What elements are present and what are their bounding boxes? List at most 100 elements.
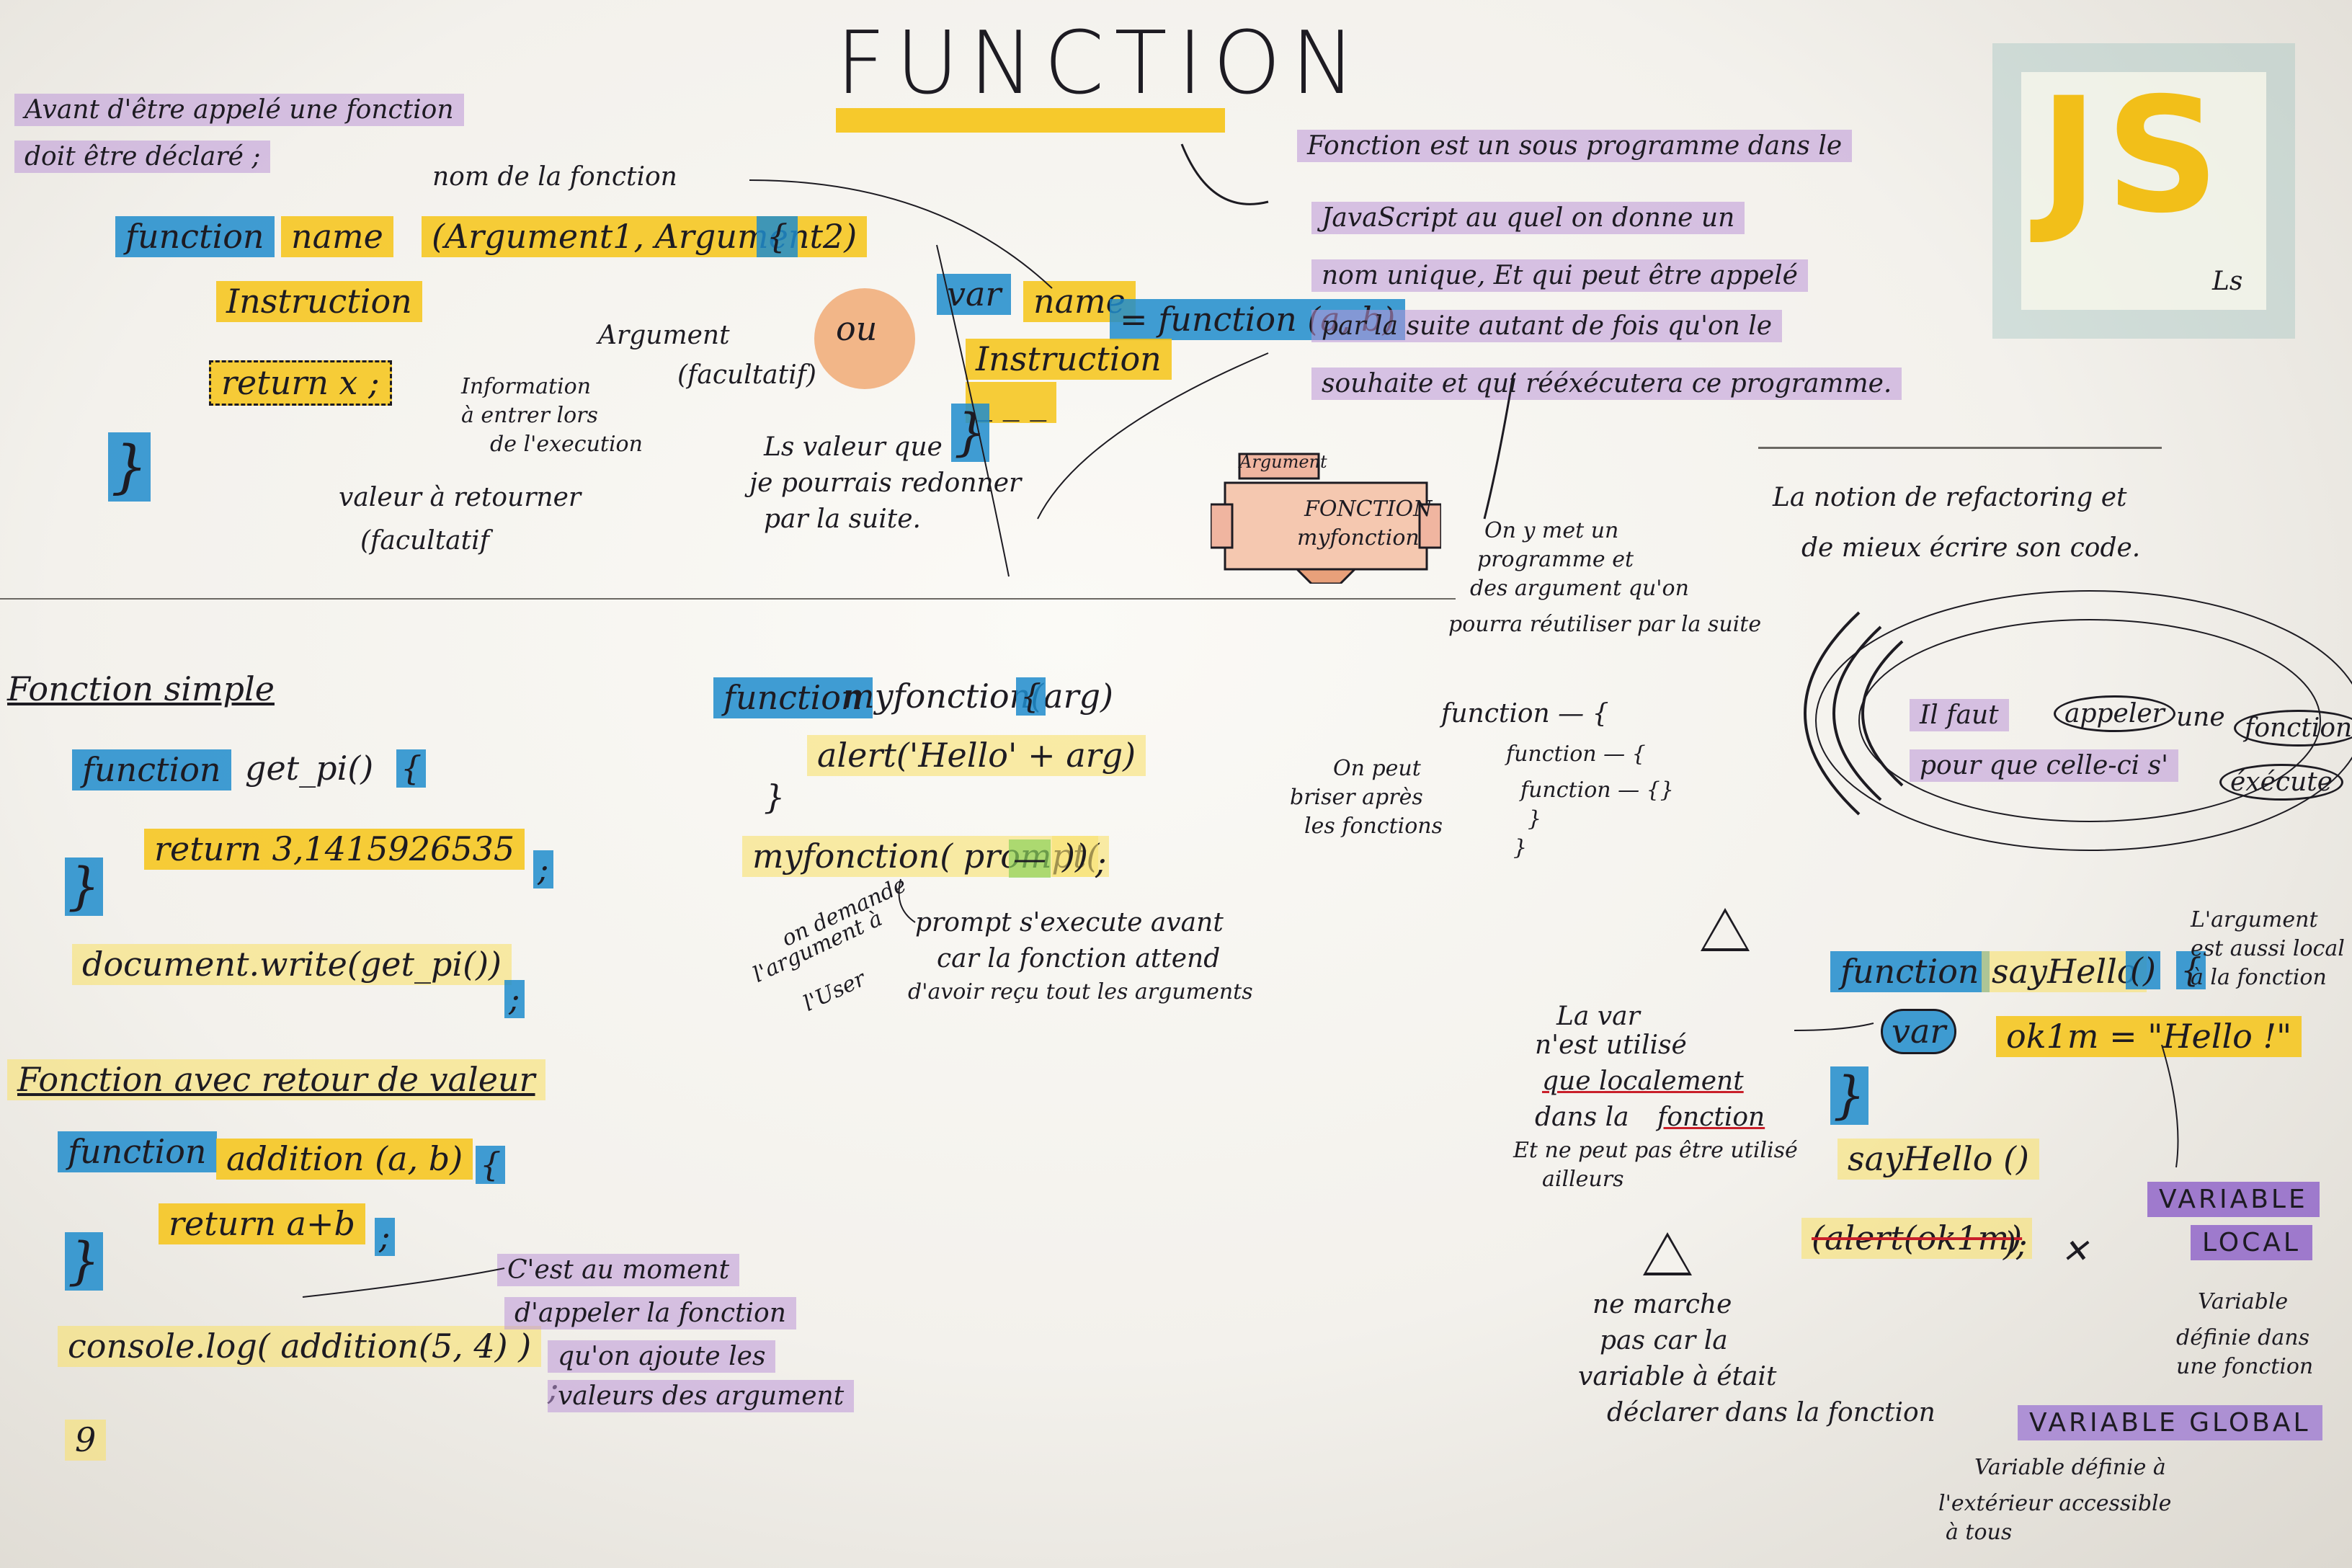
scope-note-6: ailleurs — [1542, 1167, 1624, 1192]
valeur-note-2: je pourrais redonner — [749, 468, 1022, 498]
nemarche-4: déclarer dans la fonction — [1607, 1398, 1936, 1427]
machine-note-3: des argument qu'on — [1470, 576, 1689, 601]
note-information-1: Information — [461, 374, 592, 399]
appel-pre: Il faut — [1910, 699, 2009, 732]
simple-heading: Fonction simple — [7, 669, 275, 708]
myfonction-note-prompt-2: car la fonction attend — [937, 944, 1221, 974]
myfonction-note-prompt-1: prompt s'execute avant — [915, 908, 1224, 937]
retour-note-1: C'est au moment — [497, 1254, 740, 1287]
myfonction-note-demande-3: l'User — [799, 966, 870, 1017]
retour-return: return a+b — [159, 1203, 365, 1244]
variable-global-title: VARIABLE GLOBAL — [2018, 1405, 2322, 1441]
myfonction-name: myfonction(arg) — [843, 677, 1113, 716]
js-logo-text: JS — [2039, 63, 2227, 248]
myfonction-call-post: )) — [1052, 836, 1098, 877]
simple-call-end: ; — [504, 980, 525, 1018]
valeur-note-1: Ls valeur que — [764, 432, 943, 462]
note-argument-2: (facultatif) — [677, 360, 816, 390]
sayhello-alert-end: ); — [2003, 1224, 2028, 1263]
note-valeur-retourner-2: (facultatif — [360, 526, 489, 556]
nesting-line-3: function — {} — [1520, 778, 1674, 803]
refactoring-line-1: La notion de refactoring et — [1773, 483, 2127, 512]
appel-circled-3: éxécute — [2219, 764, 2344, 801]
ou-circle — [814, 288, 915, 389]
appel-mid: une — [2176, 703, 2225, 732]
myfonction-call-dash: — — [1009, 839, 1051, 878]
note-argument-1: Argument — [598, 321, 730, 350]
note-valeur-retourner-1: valeur à retourner — [339, 483, 582, 512]
variable-local-desc-2: définie dans — [2176, 1325, 2309, 1350]
variable-global-desc-1: Variable définie à — [1974, 1455, 2166, 1480]
ou-label: ou — [836, 309, 878, 348]
sayhello-call: sayHello () — [1838, 1139, 2039, 1180]
myfonction-note-prompt-3: d'avoir reçu tout les arguments — [908, 979, 1253, 1004]
variable-global-desc-2: l'extérieur accessible — [1938, 1491, 2172, 1516]
sayhello-paren: () — [2126, 951, 2160, 989]
retour-note-4: valeurs des argument — [548, 1380, 855, 1413]
simple-call: document.write(get_pi()) — [72, 944, 512, 985]
definition-line-3: nom unique, Et qui peut être appelé — [1311, 259, 1808, 293]
machine-label-2: myfonction — [1297, 525, 1420, 551]
nesting-line-2: function — { — [1506, 741, 1646, 767]
appel-line-2: pour que celle-ci s' — [1910, 749, 2178, 783]
sayhello-open-brace: { — [2176, 951, 2206, 989]
definition-line-5: souhaite et qui rééxécutera ce programme… — [1311, 368, 1902, 401]
sayhello-alert: (alert(ok1m) — [1801, 1218, 2033, 1259]
retour-close-brace: } — [65, 1232, 103, 1291]
simple-name: get_pi() — [245, 749, 374, 788]
decl-open-brace: { — [757, 216, 798, 257]
nesting-line-4: } — [1528, 806, 1542, 832]
var-keyword: var — [937, 274, 1012, 315]
refactoring-divider — [1758, 447, 2162, 449]
simple-keyword: function — [72, 749, 231, 790]
sayhello-cross: ✕ — [2061, 1231, 2089, 1270]
scope-note-5: Et ne peut pas être utilisé — [1513, 1138, 1798, 1163]
retour-result: 9 — [65, 1420, 107, 1461]
nesting-line-1: function — { — [1441, 699, 1609, 729]
appel-circled-1: appeler — [2054, 695, 2175, 733]
myfonction-call-end: ; — [1095, 842, 1107, 881]
retour-note-3: qu'on ajoute les — [548, 1340, 776, 1373]
var-instruction: Instruction — [966, 339, 1172, 380]
page-title: FUNCTION — [836, 14, 1366, 114]
myfonction-open-brace: { — [1016, 677, 1046, 716]
nemarche-3: variable à était — [1578, 1362, 1777, 1391]
section-divider — [0, 598, 1456, 600]
retour-open-brace: { — [476, 1146, 506, 1184]
machine-top-label: Argument — [1239, 452, 1327, 472]
machine-label-1: FONCTION — [1304, 496, 1433, 522]
title-underline — [836, 108, 1225, 133]
sayhello-name: sayHello — [1982, 951, 2147, 992]
nesting-note-2: briser après — [1290, 785, 1423, 810]
myfonction-keyword: function — [713, 677, 873, 718]
nesting-note-3: les fonctions — [1304, 814, 1443, 839]
nemarche-1: ne marche — [1592, 1290, 1732, 1319]
intro-line-1: Avant d'être appelé une fonction — [14, 94, 464, 127]
decl-args: (Argument1, Argument2) — [422, 216, 868, 257]
decl-close-brace: } — [108, 432, 151, 502]
variable-local-desc-3: une fonction — [2176, 1354, 2314, 1379]
nesting-line-5: } — [1513, 835, 1528, 860]
note-information-3: de l'execution — [490, 432, 643, 457]
sayhello-keyword: function — [1830, 951, 1990, 992]
myfonction-alert: alert('Hello' + arg) — [807, 735, 1146, 776]
arg-local-note-1: L'argument — [2191, 907, 2318, 932]
decl-name: name — [281, 216, 393, 257]
retour-keyword: function — [58, 1131, 217, 1172]
decl-keyword: function — [115, 216, 275, 257]
appel-circled-2: fonction — [2234, 710, 2352, 747]
machine-note-1: On y met un — [1484, 518, 1619, 543]
intro-line-2: doit être déclaré ; — [14, 141, 271, 174]
valeur-note-3: par la suite. — [764, 504, 921, 534]
retour-semicolon: ; — [375, 1218, 395, 1256]
js-logo-caption: Ls — [2212, 267, 2243, 296]
retour-name: addition (a, b) — [216, 1139, 473, 1180]
simple-open-brace: { — [396, 749, 427, 788]
definition-line-4: par la suite autant de fois qu'on le — [1311, 310, 1783, 343]
nesting-note-1: On peut — [1333, 756, 1421, 781]
decl-instruction: Instruction — [216, 281, 422, 322]
scope-note-4-pre: dans la — [1535, 1102, 1629, 1132]
variable-local-line-2: LOCAL — [2191, 1225, 2312, 1261]
retour-heading: Fonction avec retour de valeur — [7, 1059, 545, 1100]
